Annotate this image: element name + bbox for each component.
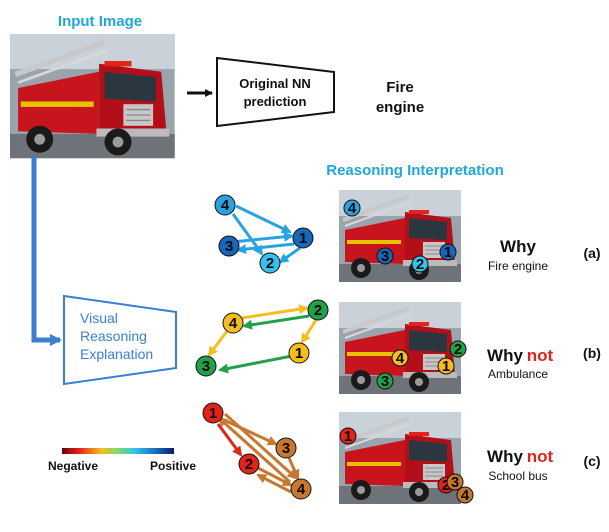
graph-c-node-3: 3 [275,437,297,459]
graph-b-node-2: 2 [307,299,329,321]
svg-text:4: 4 [229,315,238,332]
graph-c: 1 3 2 4 [202,402,312,500]
panel-a-tag: (a) [583,245,600,261]
graph-a: 4 3 1 2 [214,194,314,274]
original-nn-box: Original NN prediction [216,56,335,128]
svg-text:3: 3 [381,373,389,390]
graph-a-node-1: 1 [292,227,314,249]
svg-text:4: 4 [221,197,230,214]
panel-b-tag: (b) [583,345,601,361]
panel-b-image: 4 2 1 3 [337,300,467,396]
panel-a-image: 4 3 1 2 [337,188,463,284]
vre-line2: Reasoning [80,328,147,344]
panel-c-tag: (c) [583,453,600,469]
svg-text:3: 3 [225,238,233,255]
graph-b: 4 2 1 3 [195,299,329,377]
graph-c-node-2: 2 [238,453,260,475]
svg-text:4: 4 [396,350,405,367]
panel-b-why: Why [487,346,523,365]
vre-line3: Explanation [80,346,153,362]
svg-text:3: 3 [202,358,210,375]
panel-c-class: School bus [488,469,547,483]
svg-text:1: 1 [295,345,303,362]
graph-a-node-2: 2 [259,252,281,274]
svg-text:1: 1 [444,244,452,261]
input-fire-truck-image [10,34,175,158]
prediction-line1: Fire [386,79,414,96]
svg-text:4: 4 [297,481,306,498]
graph-b-node-1: 1 [288,342,310,364]
svg-text:1: 1 [209,405,217,422]
prediction-line2: engine [376,99,424,116]
legend-colorbar [62,448,174,454]
svg-text:2: 2 [266,255,274,272]
reasoning-title: Reasoning Interpretation [326,162,504,179]
legend-positive-label: Positive [150,459,196,473]
panel-a-class: Fire engine [488,259,548,273]
nn-box-line1: Original NN [239,76,311,91]
graph-b-node-3: 3 [195,355,217,377]
nn-box-line2: prediction [244,94,307,109]
panel-b-class: Ambulance [488,367,548,381]
svg-text:4: 4 [348,200,357,217]
panel-b-not: not [527,346,554,365]
graph-c-node-4: 4 [290,478,312,500]
graph-b-node-4: 4 [222,312,244,334]
svg-text:3: 3 [451,474,459,491]
vre-line1: Visual [80,310,118,326]
svg-text:2: 2 [454,341,462,358]
graph-c-node-1: 1 [202,402,224,424]
svg-text:2: 2 [245,456,253,473]
svg-text:2: 2 [314,302,322,319]
legend-negative-label: Negative [48,459,98,473]
visual-reasoning-explanation-box: Visual Reasoning Explanation [63,294,177,386]
svg-text:2: 2 [442,477,450,494]
svg-text:2: 2 [416,256,424,273]
panel-c-image: 1 2 3 4 [337,410,474,506]
panel-c-not: not [527,447,554,466]
svg-text:1: 1 [442,358,450,375]
svg-text:1: 1 [299,230,307,247]
svg-text:3: 3 [381,248,389,265]
panel-c-why: Why [487,447,523,466]
graph-a-node-4: 4 [214,194,236,216]
input-image-title: Input Image [58,13,142,30]
svg-text:3: 3 [282,440,290,457]
panel-a-why: Why [500,237,536,256]
vre-connector-arrow [31,156,62,346]
graph-a-node-3: 3 [218,235,240,257]
svg-text:1: 1 [344,428,352,445]
svg-text:4: 4 [461,487,470,504]
